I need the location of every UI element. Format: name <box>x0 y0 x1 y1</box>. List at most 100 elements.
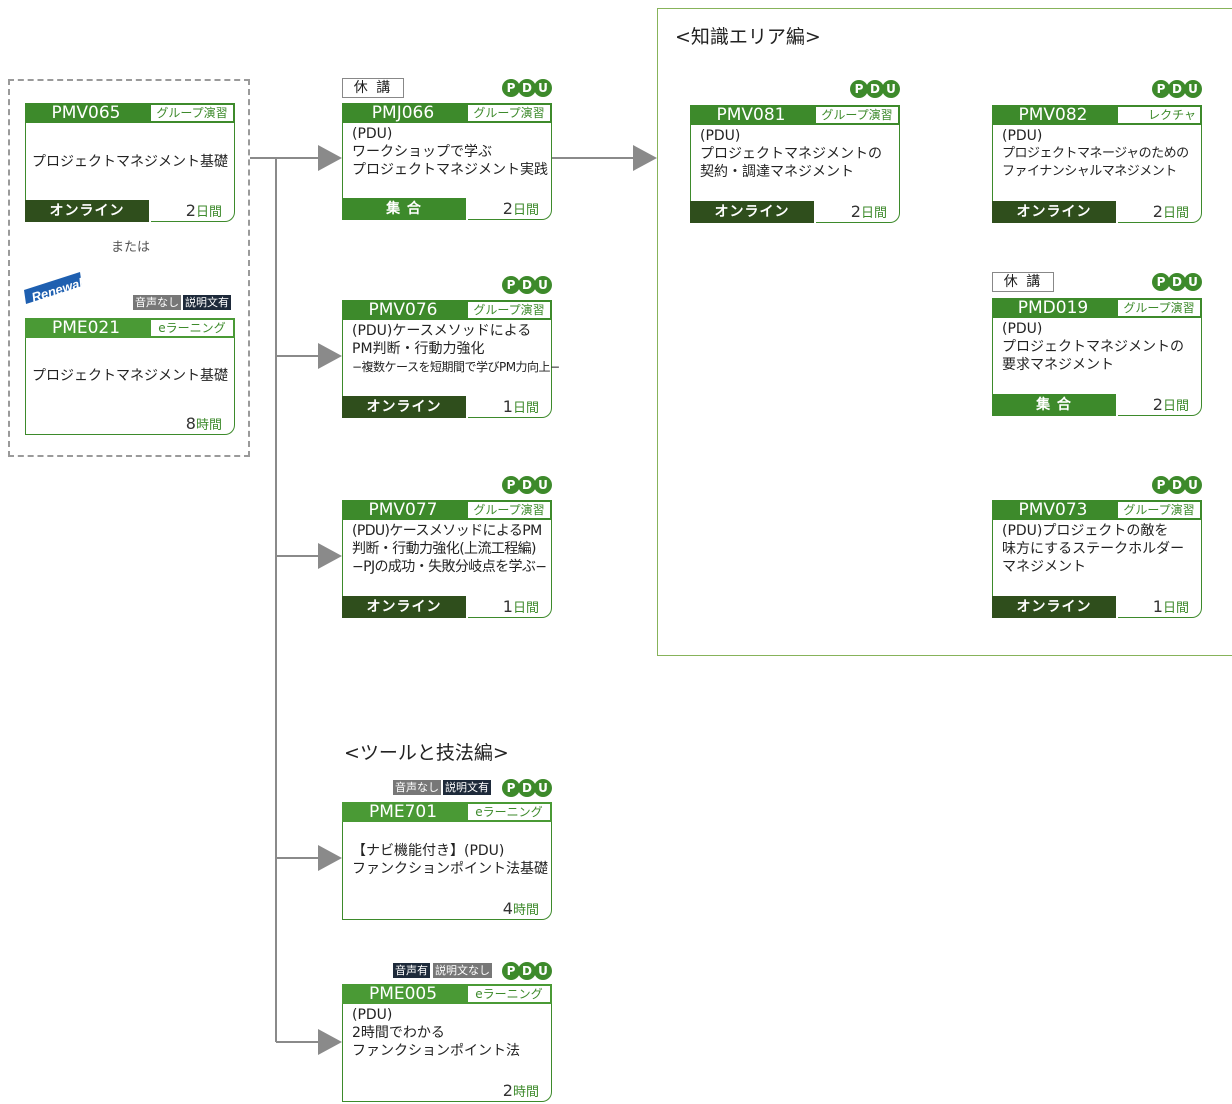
course-card-pmv077[interactable]: PMV077 グループ演習 (PDU)ケースメソッドによるPM 判断・行動力強化… <box>342 500 552 618</box>
or-label: または <box>111 240 151 255</box>
course-code: PMV077 <box>368 500 438 520</box>
course-code: PME021 <box>51 318 121 338</box>
audio-tag-with-sound-no-text: 音声有説明文なし <box>393 963 492 978</box>
card-footer: オンライン 1日間 <box>342 396 552 418</box>
card-body: (PDU) プロジェクトマネジメントの 要求マネジメント <box>992 318 1202 394</box>
delivery-mode: オンライン <box>342 596 466 618</box>
card-body: (PDU)プロジェクトの敵を 味方にするステークホルダー マネジメント <box>992 520 1202 596</box>
duration: 2日間 <box>151 200 235 222</box>
course-card-pme005[interactable]: PME005 eラーニング (PDU) 2時間でわかる ファンクションポイント法… <box>342 984 552 1102</box>
prerequisite-group-box <box>8 79 250 457</box>
card-footer: オンライン 1日間 <box>992 596 1202 618</box>
method-tag: グループ演習 <box>1118 300 1200 316</box>
card-footer: オンライン 2日間 <box>25 200 235 222</box>
duration: 1日間 <box>1118 596 1202 618</box>
duration: 2日間 <box>816 201 900 223</box>
audio-tag-no-sound-with-text: 音声なし説明文有 <box>393 780 491 795</box>
duration: 1日間 <box>468 396 552 418</box>
card-footer: 集 合 2日間 <box>992 394 1202 416</box>
knowledge-area-box <box>657 8 1232 656</box>
delivery-mode: オンライン <box>992 201 1116 223</box>
card-footer: 8時間 <box>25 413 235 435</box>
duration: 2日間 <box>1118 394 1202 416</box>
course-code: PME701 <box>368 802 438 822</box>
method-tag: グループ演習 <box>468 502 550 518</box>
duration: 8時間 <box>25 413 235 435</box>
card-body: プロジェクトマネジメント基礎 <box>25 338 235 413</box>
card-header: PMV076 グループ演習 <box>342 300 552 320</box>
tools-section-title: <ツールと技法編> <box>344 742 509 764</box>
course-card-pmv076[interactable]: PMV076 グループ演習 (PDU)ケースメソッドによる PM判断・行動力強化… <box>342 300 560 418</box>
cancelled-label: 休 講 <box>342 78 404 98</box>
card-header: PME005 eラーニング <box>342 984 552 1004</box>
method-tag: グループ演習 <box>816 107 898 123</box>
card-body: (PDU)ケースメソッドによる PM判断・行動力強化 −複数ケースを短期間で学び… <box>342 320 560 396</box>
course-title-line: プロジェクトマネジメント基礎 <box>32 367 228 384</box>
method-tag: eラーニング <box>151 320 233 336</box>
course-card-pmv082[interactable]: PMV082 レクチャ (PDU) プロジェクトマネージャのための ファイナンシ… <box>992 105 1202 223</box>
card-body: (PDU)ケースメソッドによるPM 判断・行動力強化(上流工程編) −PJの成功… <box>342 520 552 596</box>
method-tag: eラーニング <box>468 986 550 1002</box>
course-code: PMV065 <box>51 103 121 123</box>
duration: 2時間 <box>342 1080 552 1102</box>
card-header: PMV073 グループ演習 <box>992 500 1202 520</box>
knowledge-area-title: <知識エリア編> <box>675 26 821 48</box>
duration: 1日間 <box>468 596 552 618</box>
card-body: (PDU) プロジェクトマネジメントの 契約・調達マネジメント <box>690 125 900 201</box>
card-footer: オンライン 1日間 <box>342 596 552 618</box>
course-card-pmj066[interactable]: PMJ066 グループ演習 (PDU) ワークショップで学ぶ プロジェクトマネジ… <box>342 103 552 220</box>
card-footer: 4時間 <box>342 898 552 920</box>
card-body: 【ナビ機能付き】(PDU) ファンクションポイント法基礎 <box>342 822 552 898</box>
duration: 4時間 <box>342 898 552 920</box>
card-header: PMV081 グループ演習 <box>690 105 900 125</box>
course-code: PME005 <box>368 984 438 1004</box>
card-footer: オンライン 2日間 <box>992 201 1202 223</box>
course-code: PMV076 <box>368 300 438 320</box>
method-tag: グループ演習 <box>468 105 550 121</box>
delivery-mode: 集 合 <box>992 394 1116 416</box>
course-code: PMD019 <box>1017 298 1089 318</box>
renewal-badge: Renewal <box>24 272 84 305</box>
course-code: PMV073 <box>1018 500 1088 520</box>
card-body: (PDU) プロジェクトマネージャのための ファイナンシャルマネジメント <box>992 125 1202 201</box>
card-body: (PDU) ワークショップで学ぶ プロジェクトマネジメント実践 <box>342 123 552 198</box>
card-header: PMV065 グループ演習 <box>25 103 235 123</box>
course-code: PMJ066 <box>371 103 435 123</box>
course-code: PMV082 <box>1018 105 1088 125</box>
method-tag: グループ演習 <box>468 302 550 318</box>
method-tag: グループ演習 <box>1118 502 1200 518</box>
delivery-mode: オンライン <box>342 396 466 418</box>
card-header: PME021 eラーニング <box>25 318 235 338</box>
card-header: PME701 eラーニング <box>342 802 552 822</box>
course-card-pme021[interactable]: PME021 eラーニング プロジェクトマネジメント基礎 8時間 <box>25 318 235 436</box>
course-card-pmv081[interactable]: PMV081 グループ演習 (PDU) プロジェクトマネジメントの 契約・調達マ… <box>690 105 900 223</box>
course-code: PMV081 <box>716 105 786 125</box>
card-header: PMD019 グループ演習 <box>992 298 1202 318</box>
course-card-pmv073[interactable]: PMV073 グループ演習 (PDU)プロジェクトの敵を 味方にするステークホル… <box>992 500 1202 618</box>
duration: 2日間 <box>1118 201 1202 223</box>
method-tag: eラーニング <box>468 804 550 820</box>
delivery-mode: オンライン <box>690 201 814 223</box>
delivery-mode: オンライン <box>992 596 1116 618</box>
card-footer: 2時間 <box>342 1080 552 1102</box>
course-card-pmd019[interactable]: PMD019 グループ演習 (PDU) プロジェクトマネジメントの 要求マネジメ… <box>992 298 1202 416</box>
card-header: PMV077 グループ演習 <box>342 500 552 520</box>
delivery-mode: 集 合 <box>342 198 466 220</box>
card-body: (PDU) 2時間でわかる ファンクションポイント法 <box>342 1004 552 1080</box>
course-card-pme701[interactable]: PME701 eラーニング 【ナビ機能付き】(PDU) ファンクションポイント法… <box>342 802 552 920</box>
duration: 2日間 <box>468 198 552 220</box>
method-tag: レクチャ <box>1118 107 1200 123</box>
method-tag: グループ演習 <box>151 105 233 121</box>
card-body: プロジェクトマネジメント基礎 <box>25 123 235 200</box>
course-card-pmv065[interactable]: PMV065 グループ演習 プロジェクトマネジメント基礎 オンライン 2日間 <box>25 103 235 222</box>
